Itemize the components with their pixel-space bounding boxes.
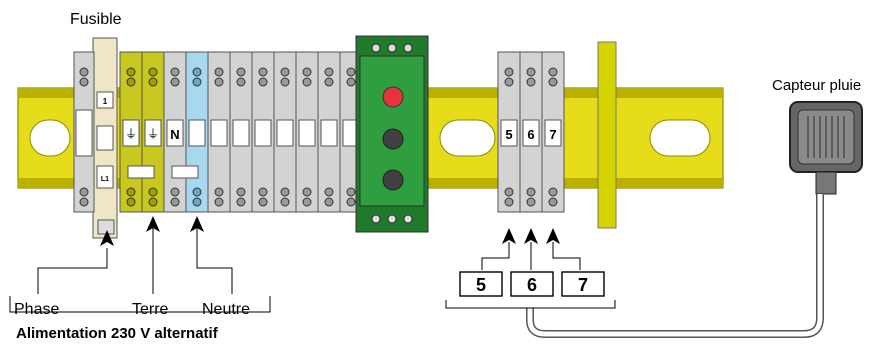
earth-label: Terre	[132, 301, 169, 318]
power-supply-label: Alimentation 230 V alternatif	[16, 325, 219, 342]
arrow-up-icon	[100, 216, 204, 246]
fuse-mark-bottom: L1	[101, 176, 109, 183]
terminal-number-5: 5	[505, 127, 512, 142]
sensor-label: Capteur pluie	[772, 77, 861, 94]
sensor-box-7	[561, 271, 605, 297]
sensor-box-5	[459, 271, 503, 297]
end-bracket	[597, 41, 617, 229]
sensor-box-5-label: 5	[476, 275, 486, 295]
terminal-block-grey-group	[207, 51, 363, 213]
sensor-box-6-label: 6	[527, 275, 537, 295]
fuse-mark-top: 1	[103, 97, 108, 106]
arrow-up-icon	[502, 228, 560, 244]
sensor-box-7-label: 7	[578, 275, 588, 295]
rain-sensor-icon	[789, 101, 863, 195]
neutral-label: Neutre	[202, 301, 250, 318]
sensor-cable-outer	[526, 194, 824, 338]
terminal-number-6: 6	[527, 127, 534, 142]
sensor-wiring-lines	[445, 242, 616, 309]
earth-mark-1: ⏚	[125, 127, 137, 141]
neutral-mark: N	[170, 127, 179, 142]
terminal-block-sensor	[497, 51, 565, 213]
led-red	[382, 86, 404, 108]
power-wiring-lines	[9, 228, 271, 313]
relay-module	[355, 35, 429, 233]
fuse-label: Fusible	[70, 11, 122, 28]
sensor-cable-inner	[527, 194, 823, 337]
phase-label: Phase	[14, 301, 59, 318]
fuse-holder-icon	[92, 37, 118, 239]
terminal-block-left	[73, 51, 209, 213]
terminal-number-7: 7	[549, 127, 556, 142]
sensor-box-6	[510, 271, 554, 297]
earth-mark-2: ⏚	[147, 127, 159, 141]
led-dark-1	[382, 128, 404, 150]
led-dark-2	[382, 169, 404, 191]
